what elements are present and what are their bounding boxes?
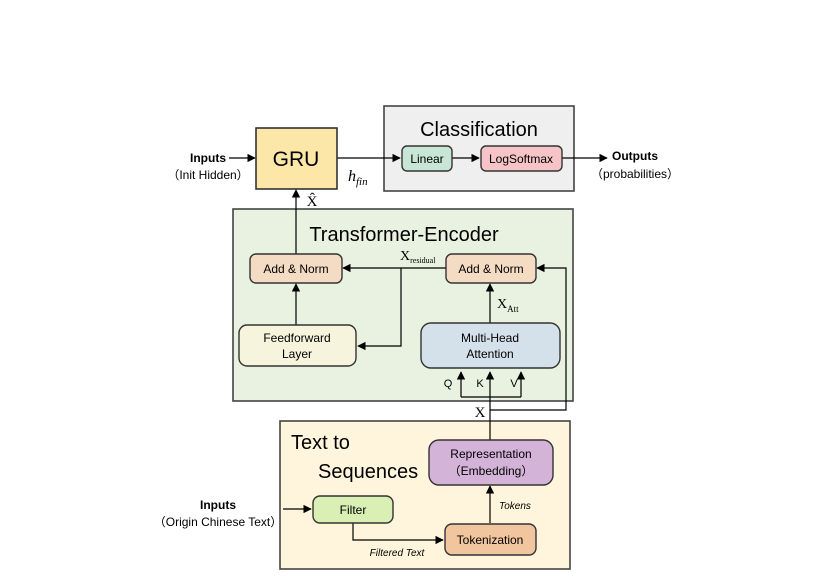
x-hat-label: X̂: [307, 193, 318, 210]
tokenization-label: Tokenization: [457, 533, 524, 547]
mha-box: [420, 322, 561, 369]
inputs-sublabel: （Init Hidden）: [167, 168, 248, 182]
encoder-title: Transformer-Encoder: [309, 224, 499, 246]
h-fin-label: hfin: [348, 168, 368, 188]
origin-inputs-label: Inputs: [200, 498, 236, 512]
filter-box: [312, 495, 394, 524]
logsoftmax-box: [480, 145, 563, 172]
representation-label-1: Representation: [450, 447, 531, 461]
filter-label: Filter: [340, 503, 367, 517]
linear-box: [401, 145, 453, 172]
feedforward-label-2: Layer: [282, 347, 312, 361]
x-input-label: X: [475, 405, 486, 421]
tokens-label: Tokens: [499, 501, 531, 512]
arrow-filter-to-tokenization: [352, 523, 444, 545]
feedforward-box: [238, 324, 357, 367]
add-norm-right-box: [445, 253, 537, 284]
gru-box: [255, 127, 338, 190]
text-to-seq-title-1: Text to: [291, 432, 350, 454]
origin-inputs-sublabel: （Origin Chinese Text）: [154, 515, 283, 529]
x-att-label: XAtt: [497, 297, 519, 314]
outputs-sublabel: （probabilities）: [591, 167, 679, 181]
transformer-encoder-panel: [232, 208, 574, 402]
v-label: V: [510, 378, 518, 390]
tokenization-box: [444, 523, 537, 556]
outputs-label: Outputs: [612, 149, 658, 163]
representation-label-2: （Embedding）: [449, 464, 534, 478]
mha-label-1: Multi-Head: [461, 331, 519, 345]
text-to-seq-title-2: Sequences: [318, 461, 418, 483]
filtered-text-label: Filtered Text: [370, 548, 426, 559]
arrow-residual-to-feedforward: [357, 268, 402, 351]
inputs-label: Inputs: [190, 151, 226, 165]
feedforward-label-1: Feedforward: [263, 331, 330, 345]
x-residual-label: Xresidual: [400, 249, 436, 265]
q-label: Q: [444, 378, 453, 390]
representation-box: [428, 439, 554, 486]
mha-label-2: Attention: [466, 347, 513, 361]
classification-title: Classification: [420, 119, 538, 141]
add-norm-left-box: [249, 253, 343, 284]
logsoftmax-label: LogSoftmax: [489, 152, 553, 166]
linear-label: Linear: [410, 152, 443, 166]
add-norm-left-label: Add & Norm: [263, 262, 328, 276]
add-norm-right-label: Add & Norm: [458, 262, 523, 276]
gru-label: GRU: [273, 148, 320, 171]
k-label: K: [476, 378, 484, 390]
arrow-x-residual-skip: [490, 263, 567, 411]
